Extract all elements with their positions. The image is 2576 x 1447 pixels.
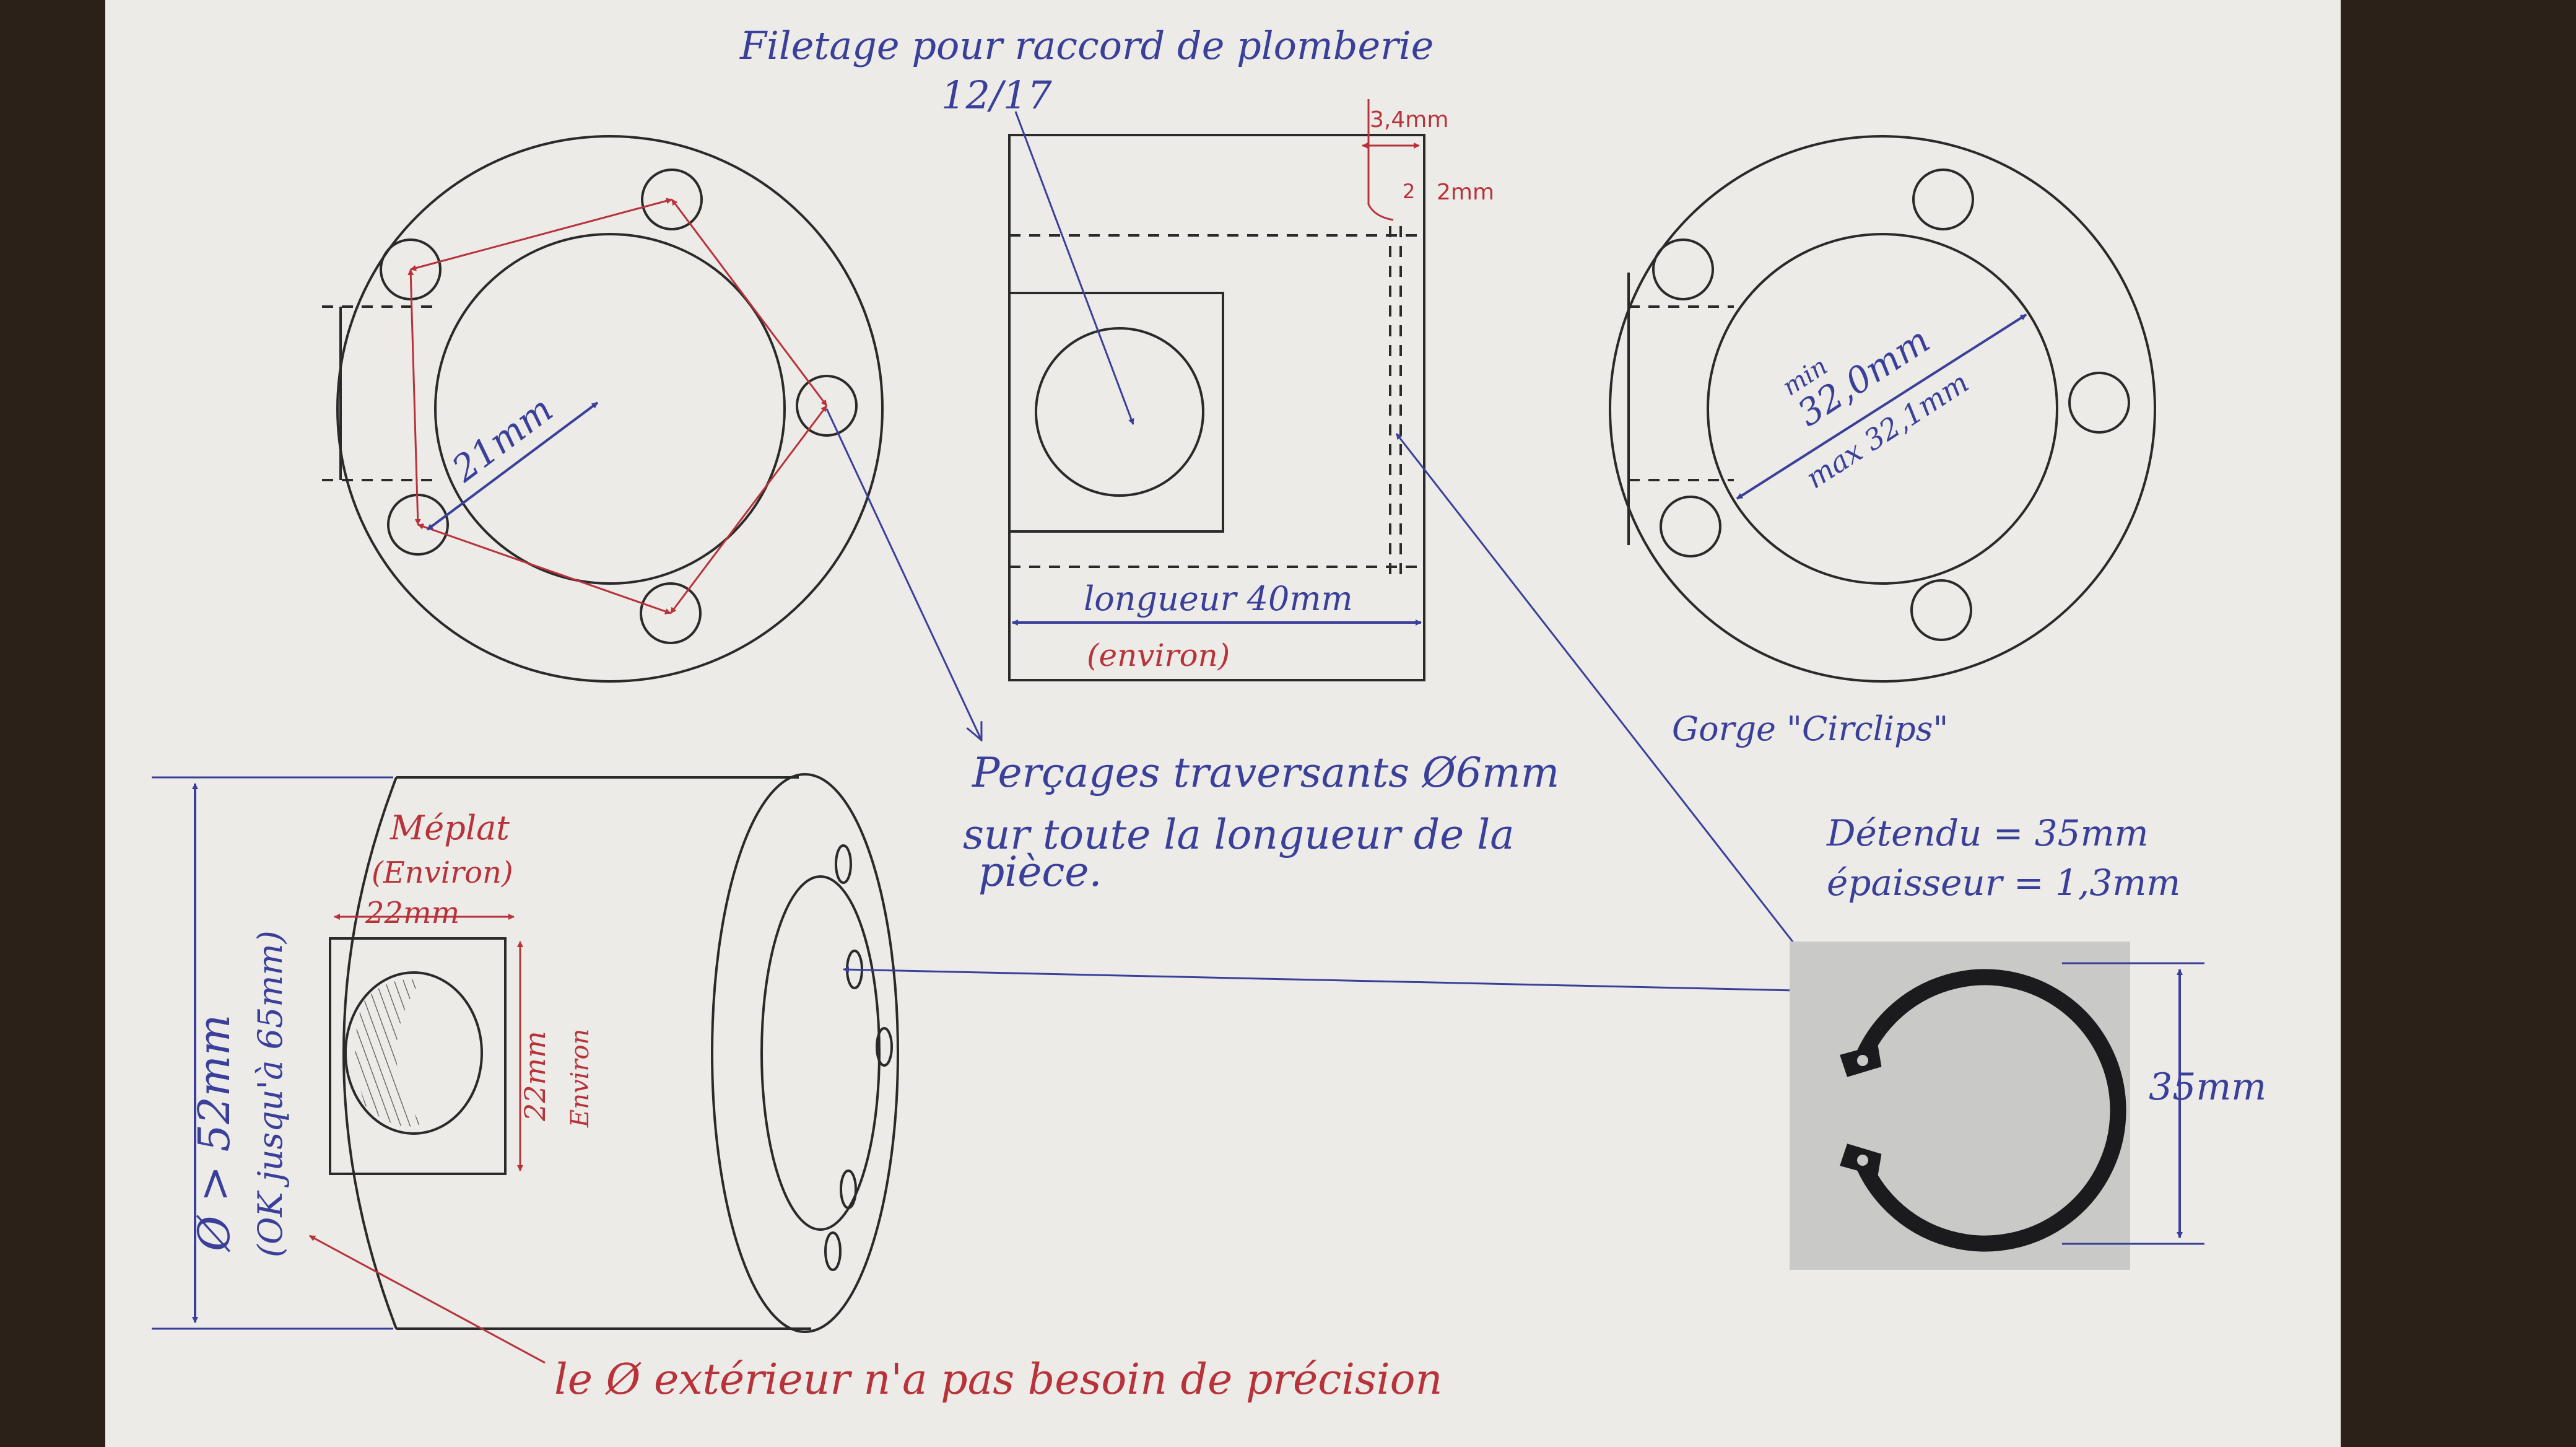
outer-diameter-ok: (OK jusqu'à 65mm) bbox=[251, 930, 290, 1257]
outer-diameter-label: Ø > 52mm bbox=[189, 1015, 240, 1252]
circlip-35mm: 35mm bbox=[2149, 1065, 2266, 1109]
bolt-pattern-construction bbox=[407, 198, 828, 614]
radius-dimension-line bbox=[426, 401, 599, 531]
dim-3-4mm: 3,4mm bbox=[1370, 107, 1448, 133]
side-view bbox=[1008, 134, 1425, 681]
flat-height-approx: Environ bbox=[566, 1029, 594, 1128]
inner-diameter-line bbox=[1736, 313, 2027, 500]
flat-width-22mm: 22mm bbox=[365, 896, 459, 930]
right-view bbox=[1609, 135, 2156, 683]
threading-title: Filetage pour raccord de plomberie bbox=[739, 23, 1434, 68]
drilling-line-3: pièce. bbox=[978, 848, 1102, 896]
isometric-view bbox=[329, 773, 899, 1333]
gorge-leader bbox=[1395, 433, 1816, 970]
outer-note: le Ø extérieur n'a pas besoin de précisi… bbox=[554, 1355, 1442, 1404]
dim-2-small: 2 bbox=[1403, 180, 1415, 203]
circlip-to-groove-leader bbox=[843, 966, 1824, 992]
threading-size: 12/17 bbox=[941, 72, 1052, 118]
gorge-circlips-label: Gorge "Circlips" bbox=[1672, 709, 1948, 748]
length-approx: (environ) bbox=[1087, 637, 1230, 673]
drilling-leader bbox=[825, 408, 981, 740]
drilling-line-1: Perçages traversants Ø6mm bbox=[972, 749, 1559, 797]
flat-height-22mm: 22mm bbox=[518, 1031, 552, 1122]
threading-leader bbox=[1014, 111, 1134, 425]
outer-note-leader bbox=[309, 1235, 546, 1364]
length-40mm: longueur 40mm bbox=[1084, 579, 1353, 618]
flat-approx: (Environ) bbox=[372, 855, 513, 890]
detendu-label: Détendu = 35mm bbox=[1826, 812, 2149, 854]
circlip-photo bbox=[1790, 942, 2130, 1270]
epaisseur-label: épaisseur = 1,3mm bbox=[1827, 862, 2180, 904]
flat-label: Méplat bbox=[389, 808, 510, 847]
bore-hatching bbox=[355, 979, 421, 1127]
dim-2mm: 2mm bbox=[1437, 180, 1494, 205]
drilling-line-2: sur toute la longueur de la bbox=[963, 811, 1515, 859]
circlip-ring bbox=[1840, 969, 2126, 1252]
dim-3-4-guide bbox=[1367, 99, 1394, 221]
